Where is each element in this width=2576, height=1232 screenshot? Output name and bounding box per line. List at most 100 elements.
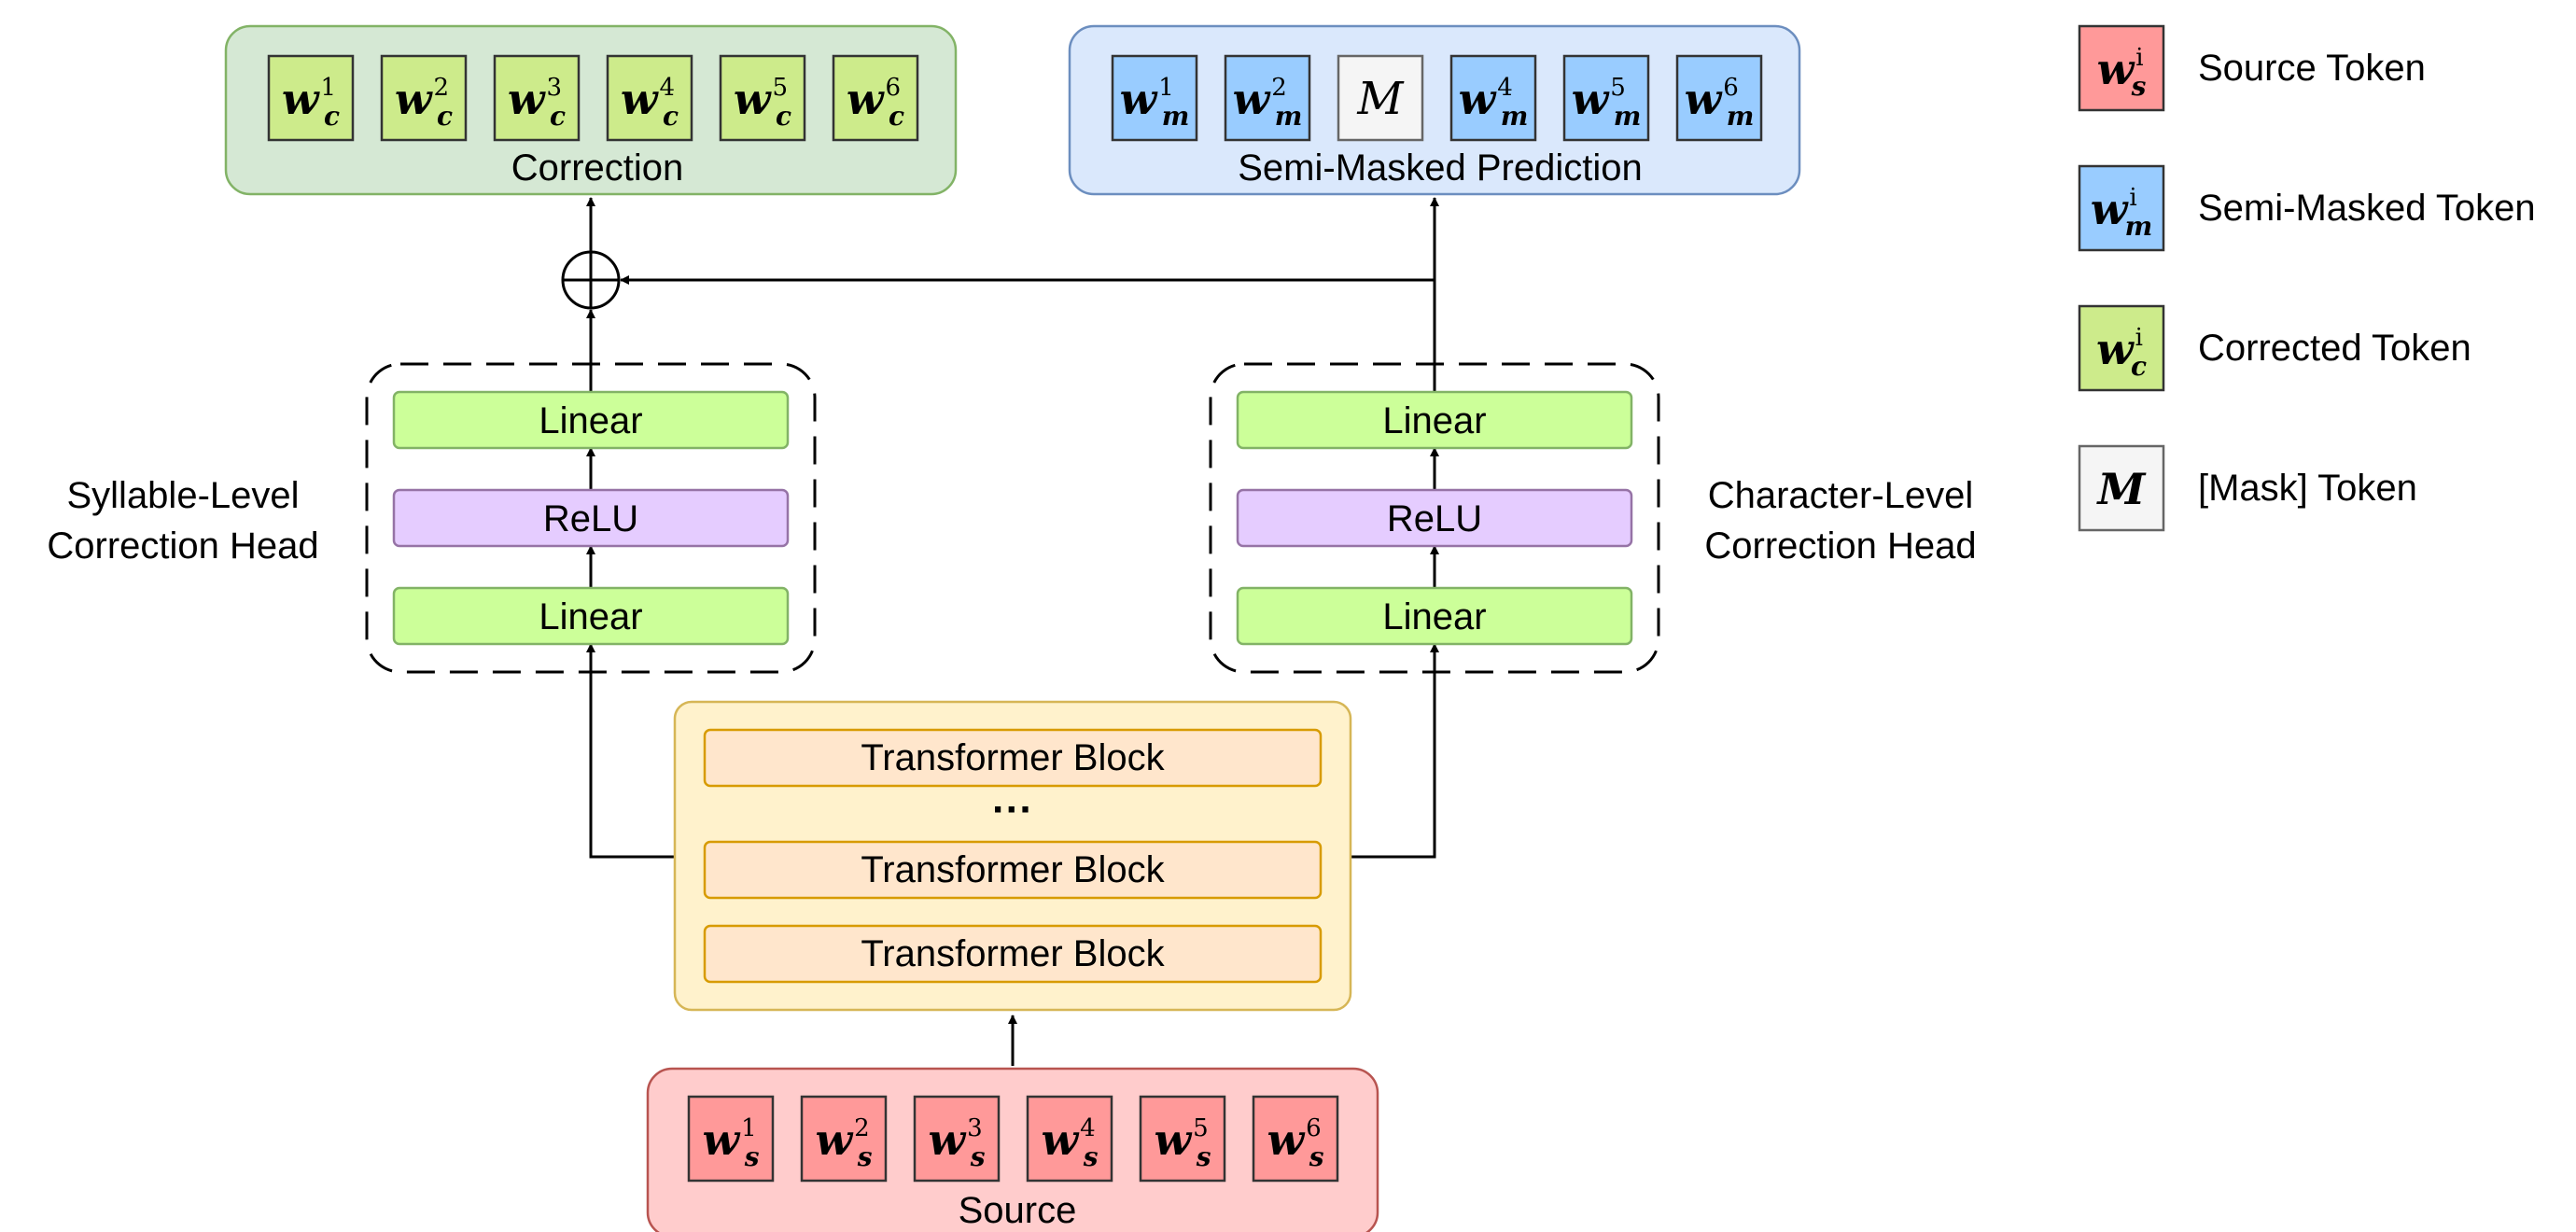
semi-masked-token-1-box [1111, 54, 1198, 142]
character-head-layer-3: Linear [1236, 586, 1633, 646]
character-head-layer-1: Linear [1236, 390, 1633, 450]
connectors [586, 197, 1439, 1066]
legend-mask-swatch-symbol: M [2096, 464, 2148, 514]
semi-masked-token-6-box [1675, 54, 1763, 142]
legend-source-swatch-box [2078, 24, 2165, 112]
semi-masked-token-3-box [1337, 54, 1424, 142]
source-token-4-box [1026, 1095, 1113, 1183]
syllable-head-title-line2: Correction Head [47, 525, 318, 567]
correction-token-3-box [493, 54, 581, 142]
source-label: Source [959, 1190, 1077, 1231]
transformer-block-1: Transformer Block [703, 728, 1323, 788]
source-token-5-box [1139, 1095, 1226, 1183]
syllable-head-layer-1-box [392, 390, 790, 450]
semi-masked-token-3: M [1337, 54, 1424, 142]
character-head-title-line2: Correction Head [1704, 525, 1976, 567]
syllable-head-title-line1: Syllable-Level [66, 475, 299, 516]
transformer-block-2-label: Transformer Block [861, 849, 1165, 890]
legend-mask-swatch-box [2078, 444, 2165, 532]
transformer-block-3-box [703, 924, 1323, 984]
semi-masked-token-5-box [1562, 54, 1650, 142]
transformer-block-3-label: Transformer Block [861, 933, 1165, 974]
syllable-head-layer-2-label: ReLU [543, 498, 638, 539]
correction-label: Correction [511, 147, 684, 189]
semi-masked-token-4-box [1449, 54, 1537, 142]
source-token-2-box [800, 1095, 888, 1183]
encoder-ellipsis: ··· [992, 787, 1033, 833]
arrow-encoder-to-character-head [1351, 643, 1439, 859]
legend-source-label: Source Token [2198, 48, 2426, 89]
character-head-layer-3-box [1236, 586, 1633, 646]
syllable-head-layer-1-label: Linear [539, 400, 642, 441]
character-head-title-line1: Character-Level [1708, 475, 1974, 516]
correction-token-1-box [267, 54, 355, 142]
legend-corrected-label: Corrected Token [2198, 328, 2471, 369]
sum-operator-icon [561, 250, 621, 310]
syllable-head-layer-2: ReLU [392, 488, 790, 548]
character-head-layer-2: ReLU [1236, 488, 1633, 548]
character-head-layer-3-label: Linear [1382, 596, 1486, 637]
source-token-3-box [913, 1095, 1001, 1183]
arrow-encoder-to-syllable-head [586, 643, 675, 859]
character-head-layer-2-label: ReLU [1387, 498, 1482, 539]
character-head-layer-2-box [1236, 488, 1633, 548]
semi-masked-prediction-label: Semi-Masked Prediction [1238, 147, 1643, 189]
syllable-head-layer-3: Linear [392, 586, 790, 646]
source-token-6-box [1252, 1095, 1339, 1183]
legend-mask-swatch: M [2078, 444, 2165, 532]
syllable-head-layer-3-label: Linear [539, 596, 642, 637]
correction-token-5-box [719, 54, 806, 142]
correction-token-4-box [606, 54, 693, 142]
transformer-block-3: Transformer Block [703, 924, 1323, 984]
transformer-block-2-box [703, 840, 1323, 900]
character-head-layer-1-label: Linear [1382, 400, 1486, 441]
transformer-block-1-label: Transformer Block [861, 737, 1165, 778]
legend-semi-swatch-box [2078, 164, 2165, 252]
correction-token-2-box [380, 54, 468, 142]
character-head-dashed-border [1209, 362, 1660, 674]
syllable-head-dashed-border [365, 362, 817, 674]
transformer-block-1-box [703, 728, 1323, 788]
legend-item-mask: M[Mask] Token [2078, 444, 2417, 532]
semi-masked-token-2-box [1224, 54, 1311, 142]
source-token-1-box [687, 1095, 775, 1183]
